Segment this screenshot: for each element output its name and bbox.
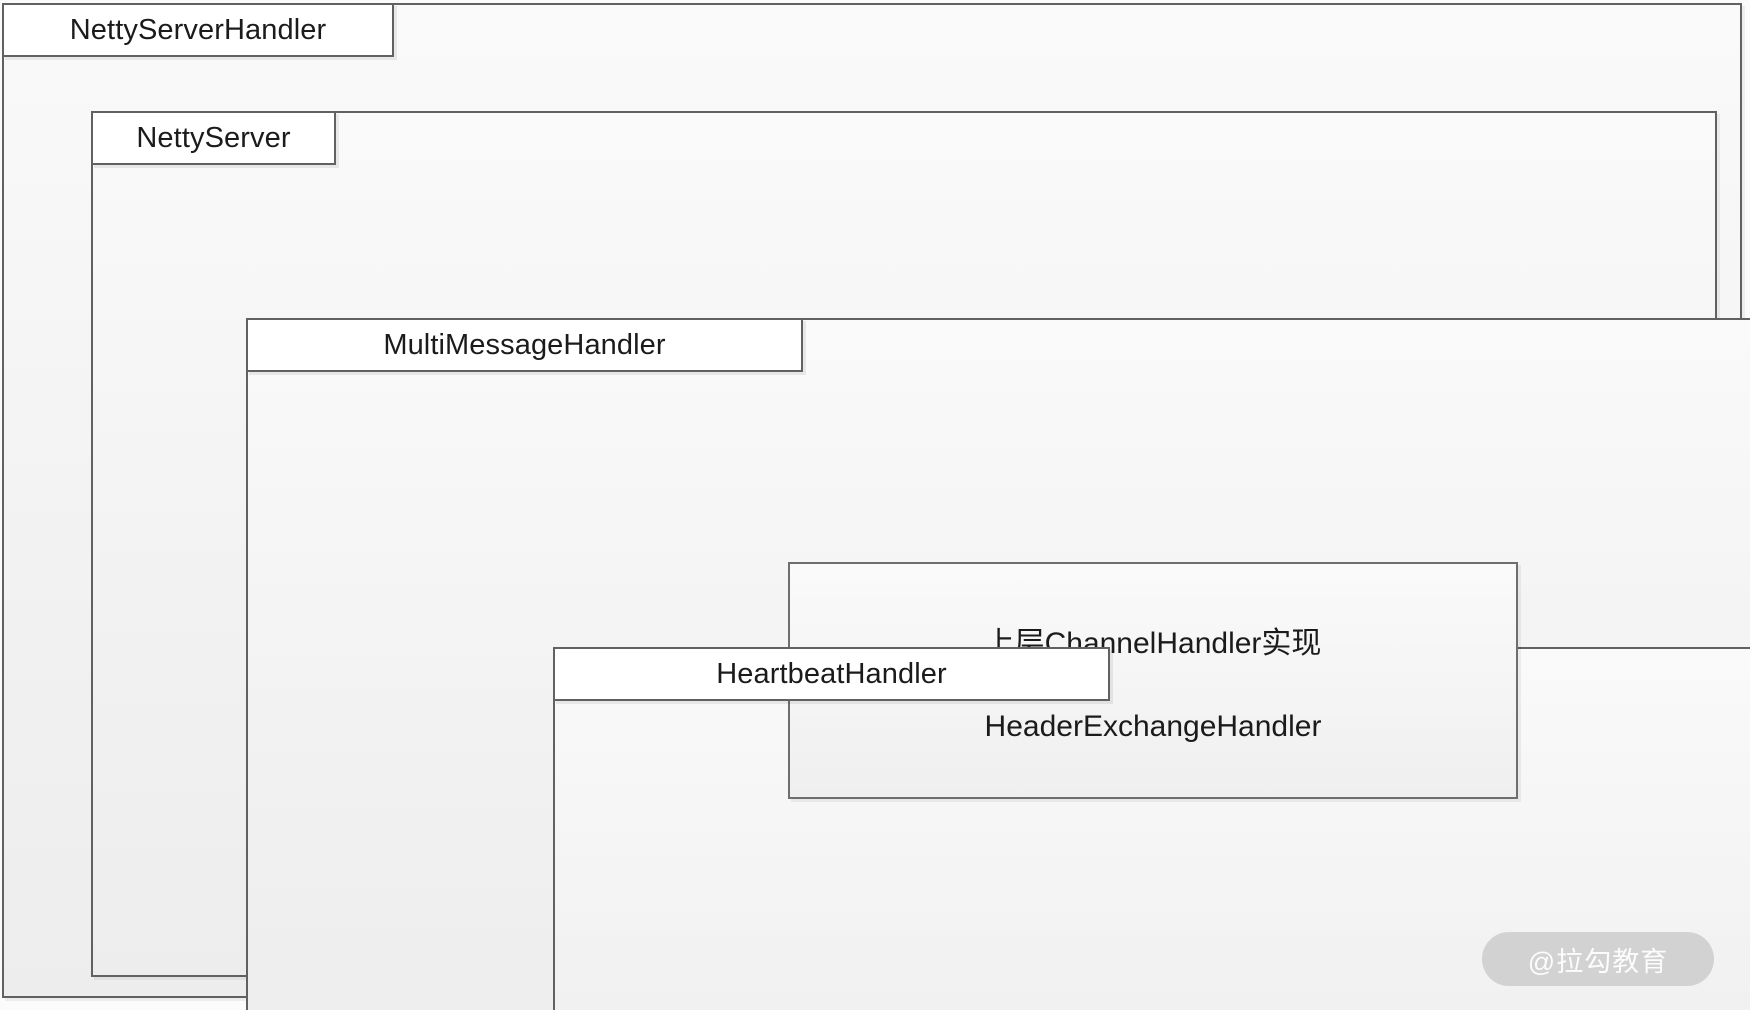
layer-label-netty-server: NettyServer [91,111,336,165]
layer-label-netty-server-handler: NettyServerHandler [2,3,394,57]
layer-label-heartbeat-handler: HeartbeatHandler [553,647,1110,701]
layer-box-multi-message-handler: MultiMessageHandler HeartbeatHandler All… [246,318,1750,1010]
inner-box-upper-channel-handler: 上层ChannelHandler实现 HeaderExchangeHandler [788,562,1518,799]
layer-box-netty-server-handler: NettyServerHandler NettyServer MultiMess… [2,3,1750,1010]
watermark-badge: @拉勾教育 [1482,932,1714,986]
inner-box-line-2: HeaderExchangeHandler [984,709,1322,743]
layer-label-multi-message-handler: MultiMessageHandler [246,318,803,372]
layer-box-netty-server: NettyServer MultiMessageHandler Heartbea… [91,111,1750,1010]
